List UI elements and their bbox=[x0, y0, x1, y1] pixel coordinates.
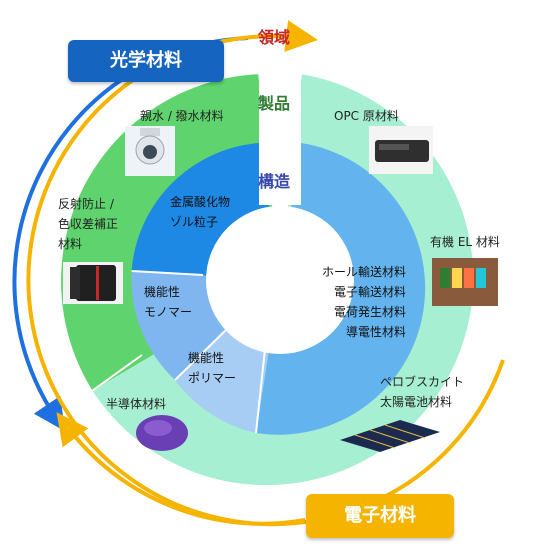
electronic-cycle-arrow-lower bbox=[56, 412, 306, 526]
product-label: 製品 bbox=[258, 94, 291, 113]
silicon-wafer-icon bbox=[136, 415, 188, 451]
domain-label: 領域 bbox=[258, 28, 291, 47]
structure-monomer: 機能性 モノマー bbox=[144, 285, 193, 319]
electronic-materials-banner: 電子材料 bbox=[306, 494, 454, 538]
optical-materials-banner: 光学材料 bbox=[68, 40, 224, 82]
structure-label: 構造 bbox=[258, 172, 291, 191]
hub bbox=[206, 206, 354, 354]
center-gap bbox=[259, 60, 301, 205]
product-organic-el: 有機 EL 材料 bbox=[430, 235, 500, 249]
toner-cartridge-icon bbox=[369, 126, 433, 174]
solar-cell-film-icon bbox=[340, 420, 440, 452]
product-antireflection: 反射防止 / 色収差補正 材料 bbox=[58, 197, 119, 251]
structure-transport: ホール輸送材料 電子輸送材料 電荷発生材料 導電性材料 bbox=[322, 265, 407, 339]
product-perovskite: ペロブスカイト 太陽電池材料 bbox=[380, 375, 465, 409]
product-hydrophilic: 親水 / 撥水材料 bbox=[140, 109, 224, 123]
camera-lens-icon bbox=[63, 262, 123, 304]
product-semiconductor: 半導体材料 bbox=[106, 397, 167, 411]
structure-polymer: 機能性 ポリマー bbox=[188, 351, 237, 385]
oled-panel-icon bbox=[432, 258, 498, 306]
product-opc: OPC 原材料 bbox=[334, 109, 399, 123]
segment-borders bbox=[91, 270, 266, 434]
security-camera-icon bbox=[125, 126, 175, 176]
structure-metal-oxide: 金属酸化物 ゾル粒子 bbox=[170, 195, 231, 229]
